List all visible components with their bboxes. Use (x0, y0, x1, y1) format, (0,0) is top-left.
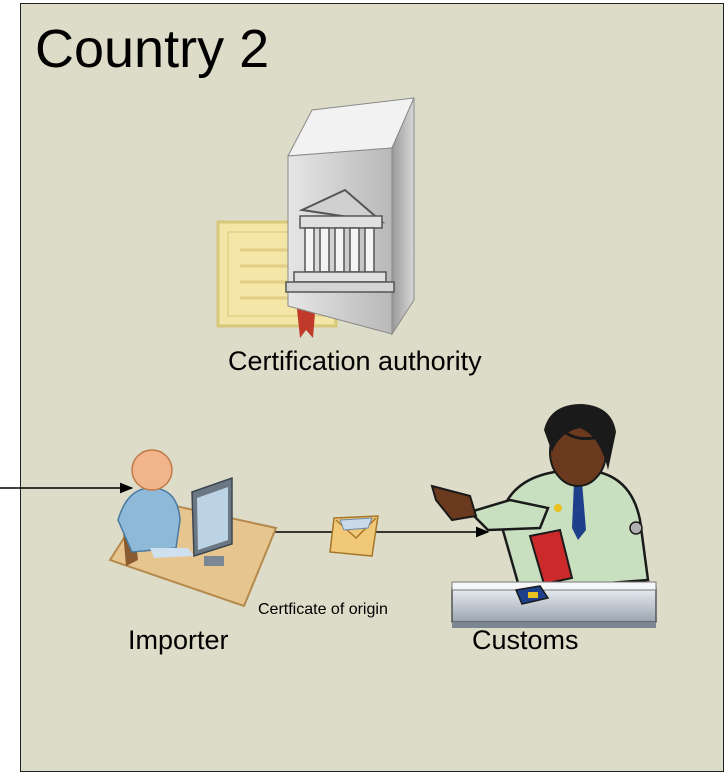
envelope-icon (329, 515, 379, 557)
certification-authority-icon (216, 97, 415, 338)
certification-authority-label: Certification authority (228, 346, 482, 376)
customs-officer-icon (430, 404, 657, 628)
customs-label: Customs (472, 625, 579, 655)
certificate-of-origin-label: Certficate of origin (258, 601, 388, 618)
importer-icon (108, 449, 278, 608)
country-title: Country 2 (35, 19, 270, 79)
importer-label: Importer (128, 625, 229, 655)
